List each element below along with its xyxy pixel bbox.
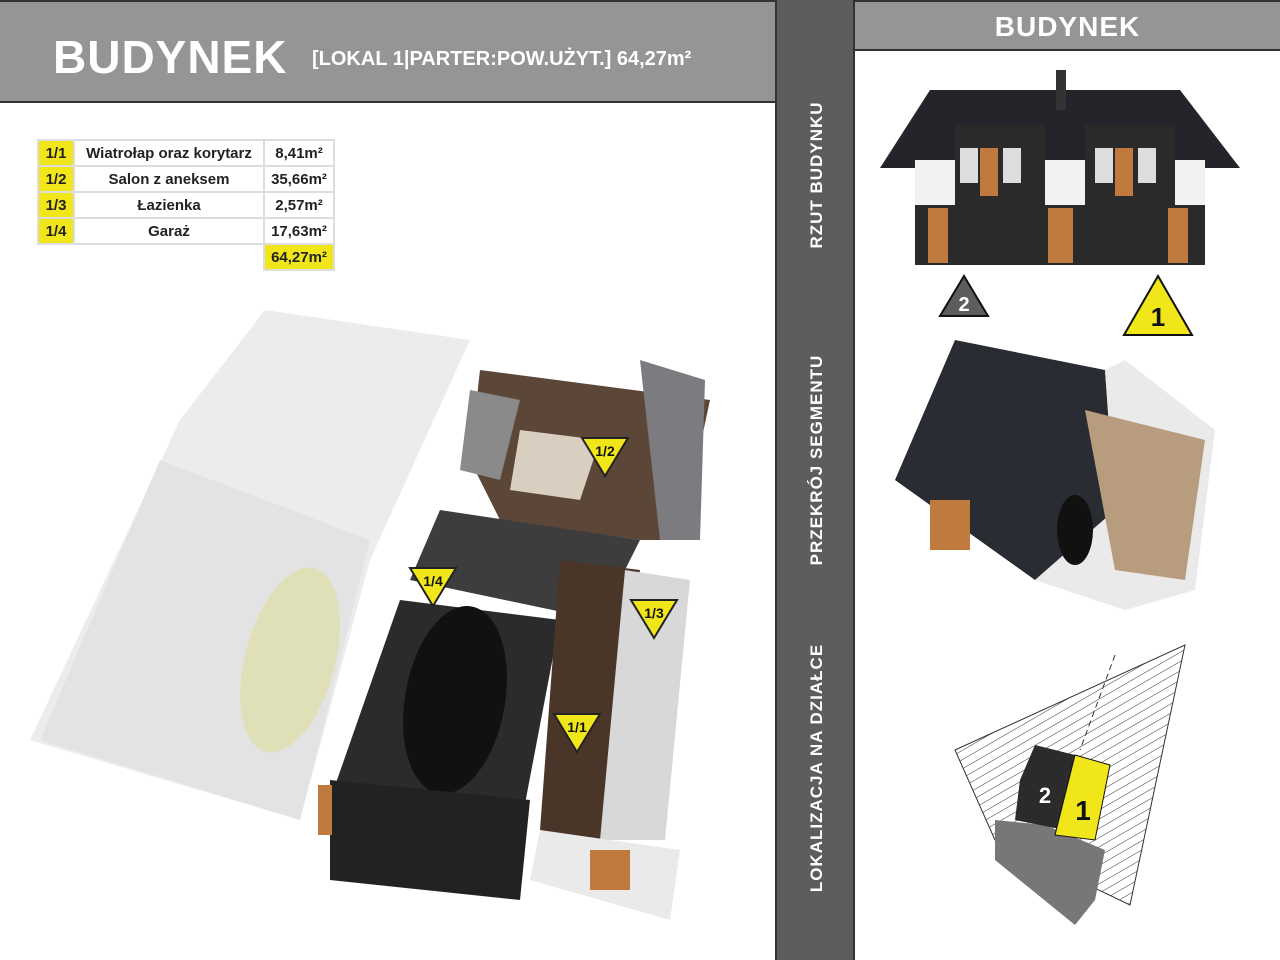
room-name: Salon z aneksem (73, 165, 265, 193)
label-lokalizacja: LOKALIZACJA NA DZIAŁCE (807, 643, 826, 893)
lot-1-label: 1 (1075, 795, 1091, 826)
table-row-total: 64,27m² (38, 243, 335, 271)
room-area: 8,41m² (263, 139, 335, 167)
room-area: 2,57m² (263, 191, 335, 219)
lot-2 (1015, 745, 1075, 830)
site-plan: 2 1 (954, 644, 1186, 925)
room-name: Wiatrołap oraz korytarz (73, 139, 265, 167)
segment-section-render (895, 340, 1215, 610)
label-rzut-budynku: RZUT BUDYNKU (807, 101, 826, 249)
segment-1-marker: 1 (1122, 273, 1194, 336)
header-band: BUDYNEK [LOKAL 1|PARTER:POW.UŻYT.] 64,27… (0, 0, 775, 103)
right-header: BUDYNEK (855, 0, 1280, 51)
room-marker-1-4: 1/4 (408, 567, 458, 608)
building-elevation: 2 1 (880, 70, 1240, 336)
side-strip: RZUT BUDYNKU PRZEKRÓJ SEGMENTU LOKALIZAC… (775, 0, 855, 960)
svg-text:1/2: 1/2 (595, 443, 615, 459)
room-marker-1-1: 1/1 (552, 713, 602, 754)
svg-text:1/1: 1/1 (567, 719, 587, 735)
room-area: 17,63m² (263, 217, 335, 245)
total-area: 64,27m² (263, 243, 335, 271)
lot-1 (1054, 754, 1111, 841)
room-marker-1-3: 1/3 (629, 599, 679, 640)
room-area: 35,66m² (263, 165, 335, 193)
svg-text:1: 1 (1151, 302, 1165, 332)
room-id: 1/2 (37, 165, 75, 193)
lot-2-label: 2 (1039, 783, 1051, 808)
svg-text:1/3: 1/3 (644, 605, 664, 621)
room-id: 1/3 (37, 191, 75, 219)
label-przekroj-segmentu: PRZEKRÓJ SEGMENTU (807, 354, 826, 566)
segment-2-marker: 2 (938, 274, 990, 317)
room-name: Garaż (73, 217, 265, 245)
room-id: 1/4 (37, 217, 75, 245)
floor-plan-render: 1/2 1/4 1/3 1/1 (30, 310, 710, 920)
svg-text:1/4: 1/4 (423, 573, 443, 589)
svg-text:2: 2 (958, 294, 969, 316)
page-title: BUDYNEK (53, 31, 288, 83)
room-marker-1-2: 1/2 (580, 437, 630, 478)
page-subtitle: [LOKAL 1|PARTER:POW.UŻYT.] 64,27m² (312, 48, 692, 70)
room-name: Łazienka (73, 191, 265, 219)
room-id: 1/1 (37, 139, 75, 167)
